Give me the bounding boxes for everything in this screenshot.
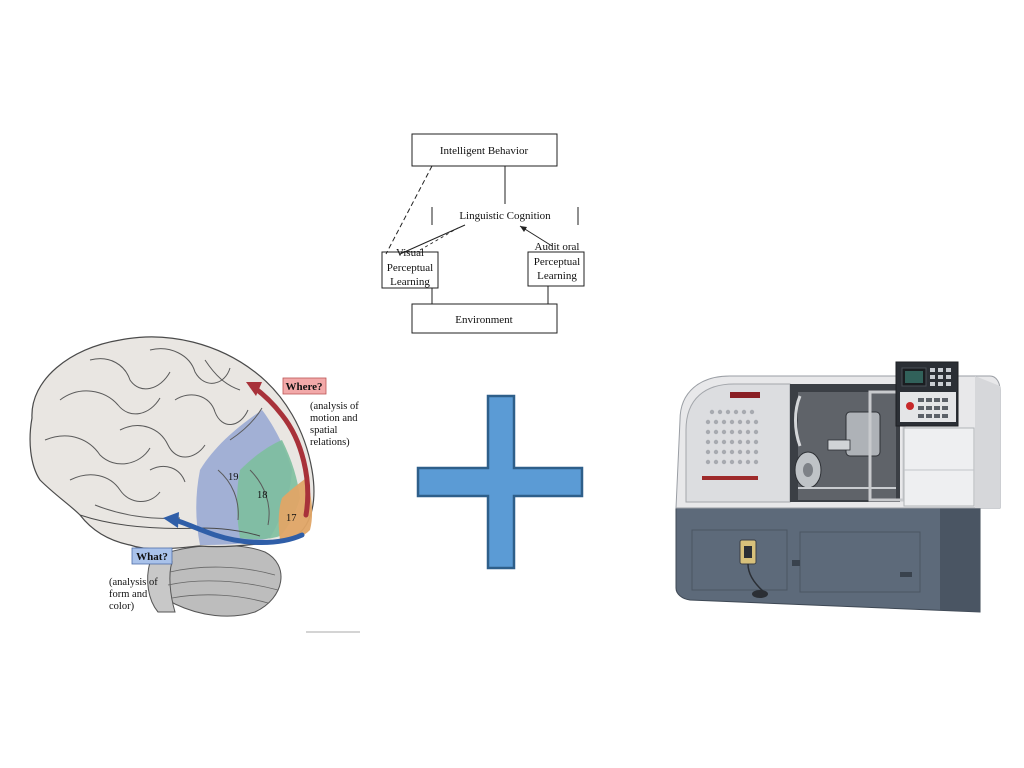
base-handle-left [792,560,800,566]
auditoral-line3: Learning [537,270,577,282]
machine-base [675,507,981,613]
where-desc-line2: motion and [310,413,358,424]
intelligent-behavior-label: Intelligent Behavior [440,145,529,157]
tool-turret [845,411,881,457]
door-label-plate [730,392,760,398]
control-buttons [918,398,948,418]
vent-grid [705,409,759,465]
base-handle-right [900,572,912,577]
foot-switch-inner [744,546,752,558]
plus-icon [416,394,584,570]
door-red-strip [702,476,758,480]
connector-linguistic-visual [399,224,466,255]
what-label-box [131,547,173,565]
auditoral-line2: Perceptual [534,256,580,268]
what-label: What? [136,551,168,563]
what-desc-line3: color) [109,601,135,612]
brain-illustration: 19 18 17 Where? (analysis of motion and … [29,336,360,633]
area-19-label: 19 [228,472,239,483]
door-handle [794,395,802,447]
linguistic-cognition-label: Linguistic Cognition [459,210,551,222]
visual-line3: Learning [390,276,430,288]
where-label-box [282,377,327,395]
temporal-lobe [79,514,261,537]
arrowhead-icon [520,226,527,232]
visual-line1: Visual [396,247,424,259]
auditoral-line1: Audit oral [535,241,580,253]
connector-behavior-visual-dashed [385,165,433,255]
intelligent-behavior-box [411,133,558,167]
what-desc-line1: (analysis of [109,577,158,588]
what-arrow [172,517,305,545]
left-door [685,383,791,503]
machine-side-panel [975,376,1000,508]
where-label: Where? [285,381,322,393]
control-keypad [930,368,951,386]
environment-box [411,303,558,334]
chuck-center [803,463,813,477]
auditoral-perceptual-box [527,251,585,287]
base-door-left [691,529,788,591]
right-cabinet [903,427,975,507]
where-arrowhead-icon [246,382,262,396]
where-arrow [249,383,311,518]
emergency-stop-button [906,402,914,410]
machine-base-shade [940,508,980,612]
visual-perceptual-box [381,251,439,289]
where-desc-line3: spatial [310,425,337,436]
area-18-label: 18 [257,490,268,501]
brainstem [147,561,176,613]
where-desc-line1: (analysis of [310,401,359,412]
what-arrowhead-icon [163,512,179,528]
flowchart-diagram: Intelligent Behavior Linguistic Cognitio… [381,133,585,334]
cnc-lathe-illustration [675,361,1001,613]
control-screen-glow [905,371,923,383]
where-desc-line4: relations) [310,437,350,448]
area-17-region [278,478,313,541]
foot-pedal [752,590,768,598]
environment-label: Environment [455,314,512,326]
area-17-label: 17 [286,513,297,524]
connector-linguistic-visual-dashed [419,227,459,251]
visual-line2: Perceptual [387,262,433,274]
tool-holder [827,439,851,451]
what-desc-line2: form and [109,589,148,600]
